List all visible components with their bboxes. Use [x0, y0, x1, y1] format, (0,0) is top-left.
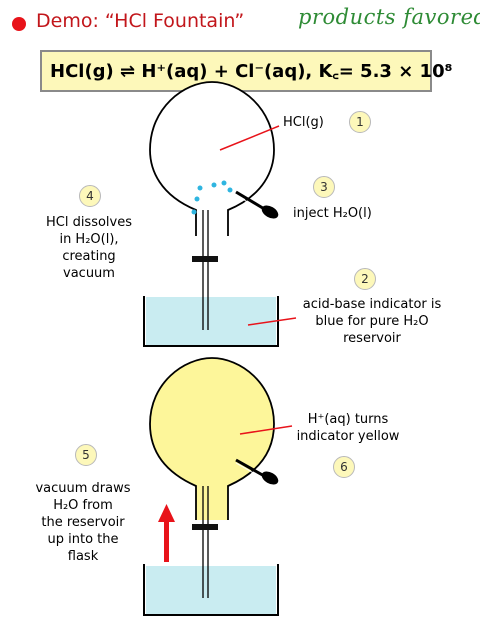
syringe-top [235, 190, 279, 219]
pointer-reservoir [247, 317, 297, 326]
top-stopper [192, 256, 218, 262]
handwritten-note: products favored [298, 5, 480, 29]
bottom-flask [149, 357, 275, 598]
bottom-reservoir [143, 564, 279, 616]
indicator-label: acid-base indicator is blue for pure H₂O… [302, 297, 442, 346]
dissolves-label: HCl dissolves in H₂O(l), creating vacuum [45, 215, 133, 281]
top-reservoir [143, 296, 279, 347]
pointer-flask-yellow [239, 425, 293, 435]
turns-yellow-label: H⁺(aq) turns indicator yellow [296, 412, 400, 444]
bottom-stopper [192, 524, 218, 530]
hcl-gas-label: HCl(g) [283, 115, 324, 130]
step-3-badge: 3 [313, 176, 335, 198]
step-4-badge: 4 [79, 185, 101, 207]
page-title: Demo: “HCl Fountain” [36, 10, 245, 32]
step-6-badge: 6 [333, 456, 355, 478]
equilibrium-equation: HCl(g) ⇌ H⁺(aq) + Cl⁻(aq), K꜀= 5.3 × 10⁸ [50, 61, 453, 82]
step-2-badge: 2 [354, 268, 376, 290]
inject-water-label: inject H₂O(l) [293, 206, 372, 221]
red-bullet-icon [12, 17, 26, 31]
syringe-bottom [235, 458, 279, 485]
step-5-badge: 5 [75, 444, 97, 466]
up-arrow-icon [158, 504, 175, 562]
top-flask [149, 81, 275, 330]
water-droplets [191, 180, 233, 215]
step-1-badge: 1 [349, 111, 371, 133]
pointer-hcl [219, 125, 280, 151]
vacuum-draws-label: vacuum draws H₂O from the reservoir up i… [35, 481, 131, 564]
